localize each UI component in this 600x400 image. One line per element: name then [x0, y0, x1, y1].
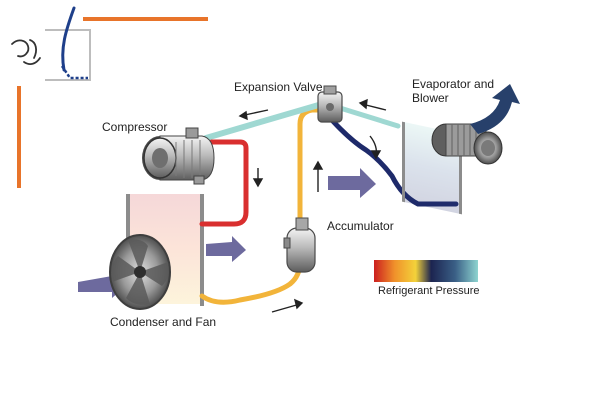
pressure-legend-label: Refrigerant Pressure: [378, 285, 480, 297]
condenser-fan-label: Condenser and Fan: [110, 315, 217, 329]
expansion-valve-icon: [317, 85, 343, 123]
high-pressure-liquid-line-upper: [297, 107, 325, 235]
evaporator-blower-label: Evaporator and Blower: [412, 77, 494, 105]
site-logo-icon: [11, 6, 208, 188]
compressor-label: Compressor: [102, 120, 168, 134]
evaporator-label-line2: Blower: [412, 91, 449, 105]
evaporator-airflow-arrow: [328, 168, 376, 198]
flow-direction-arrows: [238, 98, 387, 313]
condenser-airflow-out-arrow: [206, 236, 246, 262]
fan-icon: [109, 234, 171, 310]
expansion-valve-label: Expansion Valve: [234, 80, 323, 94]
refrigerant-lines: [199, 101, 459, 305]
blower-airflow-arrow: [470, 84, 520, 134]
low-pressure-gas-line: [203, 101, 325, 141]
evaporator-inlet-line: [337, 105, 401, 129]
pressure-legend-bar: [374, 260, 478, 282]
accumulator-label: Accumulator: [327, 219, 394, 233]
high-pressure-gas-line: [199, 139, 249, 227]
high-pressure-liquid-line-lower: [199, 259, 303, 305]
evaporator-label-line1: Evaporator and: [412, 77, 495, 91]
compressor-icon: [142, 127, 215, 185]
accumulator-icon: [283, 217, 316, 273]
